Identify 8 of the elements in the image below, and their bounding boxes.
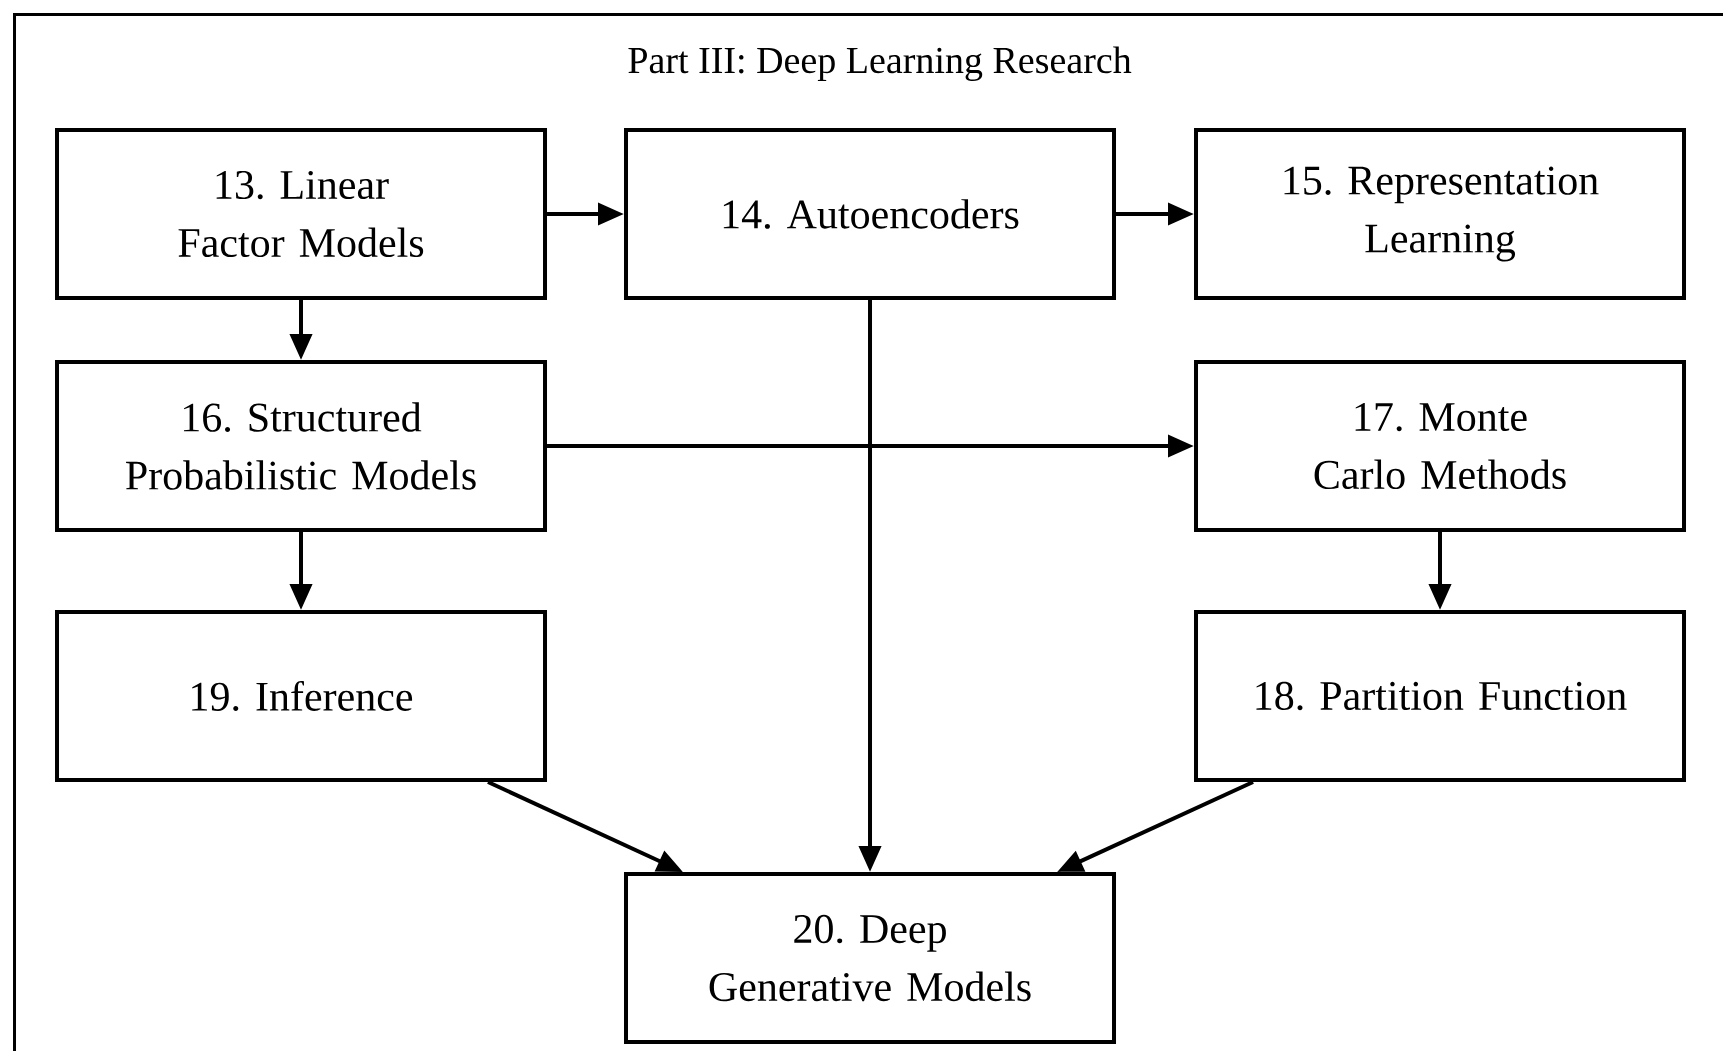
chapter-box: 15. Representation Learning [1194,128,1686,300]
chapter-box: 14. Autoencoders [624,128,1116,300]
chapter-box: 13. Linear Factor Models [55,128,547,300]
chapter-box: 16. Structured Probabilistic Models [55,360,547,532]
chapter-box: 17. Monte Carlo Methods [1194,360,1686,532]
chapter-box: 18. Partition Function [1194,610,1686,782]
chapter-box: 20. Deep Generative Models [624,872,1116,1044]
chapter-box: 19. Inference [55,610,547,782]
